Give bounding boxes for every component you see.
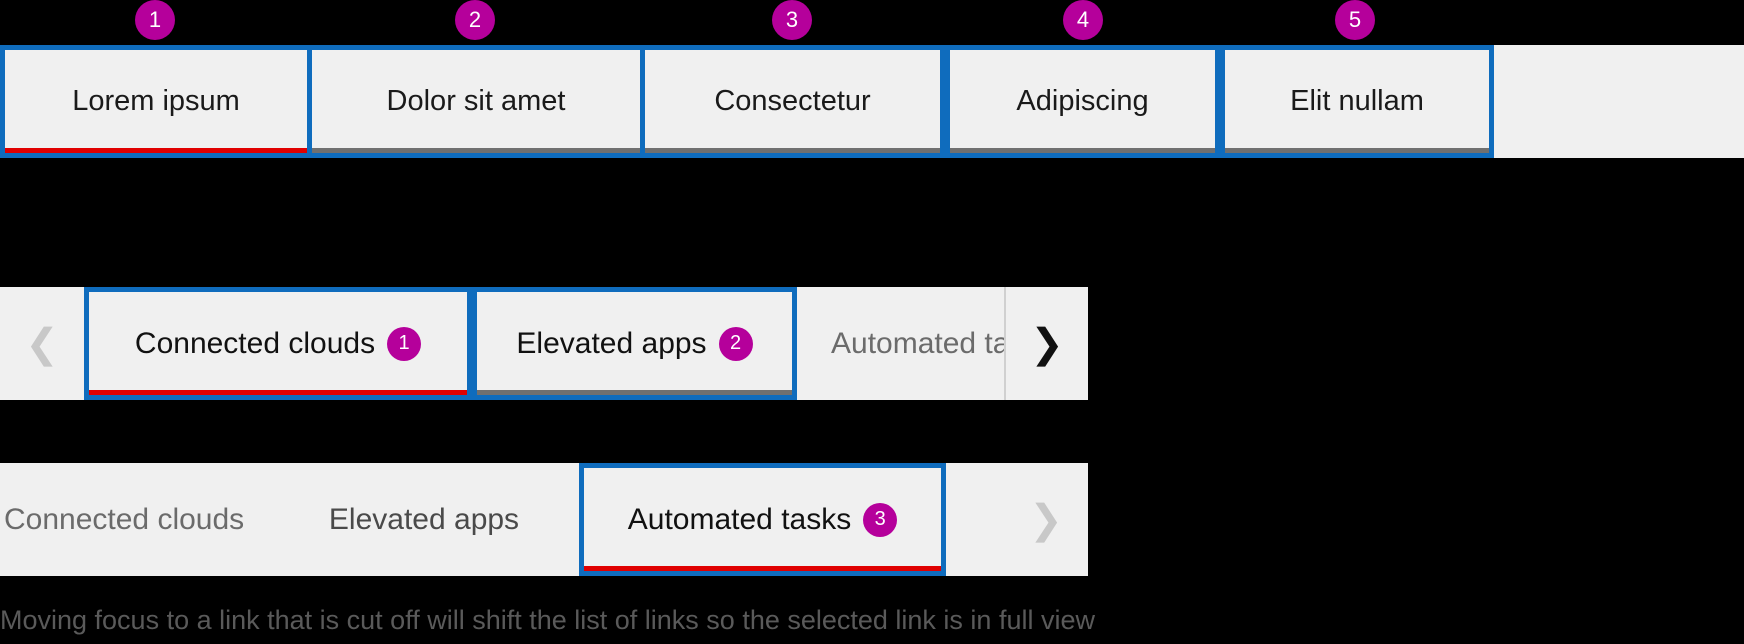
link-list-1-viewport: Connected clouds 1 Elevated apps 2 Autom… — [84, 287, 1004, 400]
tab-label: Elit nullam — [1290, 85, 1424, 117]
tab-underline — [950, 148, 1215, 153]
scrollable-link-list-2: ❮ Connected clouds Elevated apps Automat… — [0, 463, 1088, 576]
tab-label: Consectetur — [714, 85, 871, 117]
link-list-2-viewport: Connected clouds Elevated apps Automated… — [0, 463, 1004, 576]
step-badge-5: 5 — [1335, 0, 1375, 40]
link-label: Automated tasks — [627, 502, 852, 536]
tab-elit-nullam[interactable]: Elit nullam — [1220, 45, 1494, 158]
chevron-left-icon[interactable]: ❮ — [0, 287, 84, 400]
step-badge-4: 4 — [1063, 0, 1103, 40]
tab-underline — [1225, 148, 1489, 153]
link-automated-tasks[interactable]: Automated tasks — [797, 287, 1004, 400]
step-badge-1: 1 — [135, 0, 175, 40]
tab-label: Adipiscing — [1016, 85, 1149, 117]
step-badge-2: 2 — [455, 0, 495, 40]
tab-underline — [312, 148, 640, 153]
link-connected-clouds[interactable]: Connected clouds 1 — [84, 287, 472, 400]
tab-label: Dolor sit amet — [386, 85, 566, 117]
link-label: Elevated apps — [328, 502, 520, 536]
link-label: Connected clouds — [134, 326, 376, 360]
link-label: Connected clouds — [4, 502, 245, 536]
link-elevated-apps[interactable]: Elevated apps 2 — [472, 287, 797, 400]
caption-text: Moving focus to a link that is cut off w… — [0, 605, 1095, 635]
link-badge: 3 — [863, 502, 898, 537]
tab-label: Lorem ipsum — [72, 85, 240, 117]
link-badge: 1 — [387, 326, 422, 361]
link-underline — [477, 390, 792, 395]
tab-lorem-ipsum[interactable]: Lorem ipsum — [0, 45, 312, 158]
link-automated-tasks[interactable]: Automated tasks 3 — [579, 463, 946, 576]
tab-selected-underline — [5, 148, 307, 153]
scrollable-link-list-1: ❮ Connected clouds 1 Elevated apps 2 Aut… — [0, 287, 1088, 400]
tab-strip-filler — [1494, 45, 1744, 158]
tab-dolor-sit-amet[interactable]: Dolor sit amet — [312, 45, 640, 158]
link-selected-underline — [89, 390, 467, 395]
tab-consectetur[interactable]: Consectetur — [640, 45, 945, 158]
link-label: Elevated apps — [516, 326, 707, 360]
chevron-right-icon[interactable]: ❯ — [1004, 287, 1088, 400]
chevron-right-icon[interactable]: ❯ — [1004, 463, 1088, 576]
link-selected-underline — [584, 566, 941, 571]
link-connected-clouds[interactable]: Connected clouds — [0, 463, 269, 576]
tab-underline — [645, 148, 940, 153]
step-badge-3: 3 — [772, 0, 812, 40]
tab-adipiscing[interactable]: Adipiscing — [945, 45, 1220, 158]
top-tab-strip: Lorem ipsum Dolor sit amet Consectetur A… — [0, 45, 1744, 158]
link-label: Automated tasks — [831, 326, 1004, 360]
link-elevated-apps[interactable]: Elevated apps — [269, 463, 579, 576]
link-badge: 2 — [718, 326, 753, 361]
